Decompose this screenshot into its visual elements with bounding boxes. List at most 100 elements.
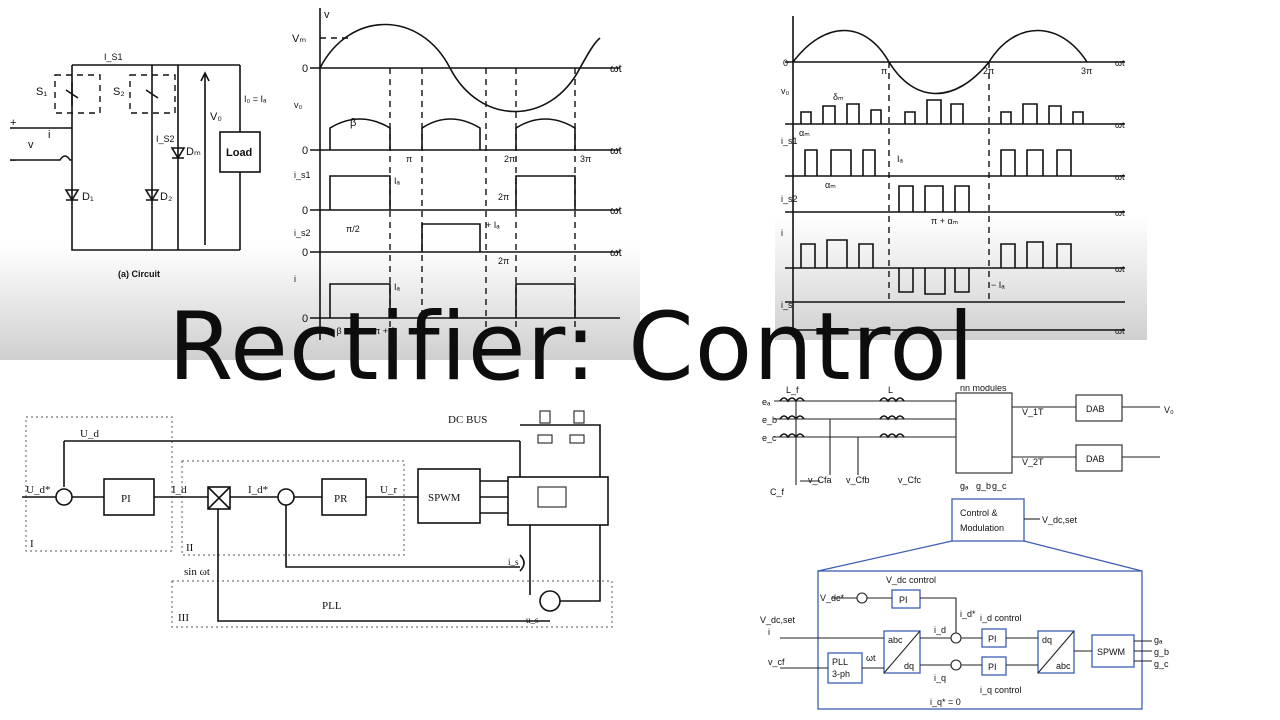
group-label-3: III xyxy=(178,612,189,624)
abc-dq-block xyxy=(883,630,921,674)
summing-junction-2 xyxy=(277,488,295,506)
eb-label: e_b xyxy=(762,415,777,425)
pi-block-iq xyxy=(981,656,1007,676)
id-ref-label-r: i_d* xyxy=(960,609,976,619)
pi-block-vdc xyxy=(891,589,921,609)
alpha-m-r-2: αₘ xyxy=(825,180,836,190)
wt-label-2: ωt xyxy=(610,145,622,157)
row-label-i: i xyxy=(294,274,296,284)
axis-v-label: v xyxy=(324,9,330,21)
waveform-panel-left: v Vₘ 0 ωt 0 v₀ β 2π 3π π ωt 0 i_s1 Iₐ 2π… xyxy=(290,0,640,345)
vcfb-label: v_Cfb xyxy=(846,475,870,485)
wt-label-4: ωt xyxy=(610,247,622,259)
pi-block-label: PI xyxy=(121,493,131,505)
row-label-is1: i_s1 xyxy=(294,170,311,180)
abc-label-1: abc xyxy=(888,635,903,645)
pi-label-1: π xyxy=(406,154,412,164)
three-pi-r-1: 3π xyxy=(1081,66,1092,76)
vm-label: Vₘ xyxy=(292,33,306,45)
iq-label-r: i_q xyxy=(934,673,946,683)
spwm-label-r: SPWM xyxy=(1097,647,1125,657)
is1-label: I_S1 xyxy=(104,52,123,62)
pll-label-1: PLL xyxy=(832,657,848,667)
pll-label-2: 3-ph xyxy=(832,669,850,679)
wt-r-3: ωt xyxy=(1115,172,1125,182)
ec-label: e_c xyxy=(762,433,777,443)
current-label: i xyxy=(48,129,50,141)
minus-label: − xyxy=(10,155,16,167)
vdc-control-label: V_dc control xyxy=(886,575,936,585)
pi-label-1: PI xyxy=(899,595,908,605)
vdc-set-label: V_dc,set xyxy=(1042,515,1078,525)
vcfa-label: v_Cfa xyxy=(808,475,832,485)
id-label-r: i_d xyxy=(934,625,946,635)
controller-detail-box xyxy=(817,570,1143,710)
vcf-label-r: v_cf xyxy=(768,657,785,667)
delta-m-r: δₘ xyxy=(833,92,844,102)
wt-label-r: ωt xyxy=(866,653,876,663)
group-box-3 xyxy=(171,580,613,628)
pll-label: PLL xyxy=(322,600,342,612)
control-block-diagram-left: I II III U_d U_d* PI I_d I_d* PR U_r SPW… xyxy=(0,395,630,635)
zero-label-5: 0 xyxy=(302,313,308,325)
voltage-label: v xyxy=(28,139,34,151)
gc-label-r: g_c xyxy=(1154,659,1169,669)
vo-label-r: V₀ xyxy=(1164,405,1174,415)
ga-top: gₐ xyxy=(960,481,969,491)
wt-r-6: ωt xyxy=(1115,326,1125,336)
row-r-is2: i_s2 xyxy=(781,194,798,204)
ea-label: eₐ xyxy=(762,397,771,407)
id-control-label: i_d control xyxy=(980,613,1022,623)
converter-block xyxy=(507,476,609,526)
s1-switch-box xyxy=(54,74,101,114)
ud-ref-label: U_d* xyxy=(26,484,50,496)
zero-label-1: 0 xyxy=(302,63,308,75)
row-label-is2: i_s2 xyxy=(294,228,311,238)
l-label: L xyxy=(888,385,893,395)
pi-label-3: PI xyxy=(988,662,997,672)
dab-block-2 xyxy=(1075,444,1123,472)
pr-block-label: PR xyxy=(334,493,348,505)
wt-label-3: ωt xyxy=(610,205,622,217)
io-label: I₀ = Iₐ xyxy=(244,94,267,104)
ga-label-r: gₐ xyxy=(1154,635,1163,645)
vn-label: V_2T xyxy=(1022,457,1044,467)
i-label-r: i xyxy=(768,627,770,637)
source-sine-wave xyxy=(319,23,601,113)
zero-r-1: 0 xyxy=(783,58,788,68)
dm-label: Dₘ xyxy=(186,146,201,158)
source-sine-right xyxy=(792,29,1088,95)
wt-r-4: ωt xyxy=(1115,208,1125,218)
alpha-m-r-1: αₘ xyxy=(799,128,810,138)
iq-ref-label-r: i_q* = 0 xyxy=(930,697,961,707)
dab-label-1: DAB xyxy=(1086,404,1105,414)
pi-minus-beta-label: π − β xyxy=(320,326,342,336)
id-ref-label: I_d* xyxy=(248,484,268,496)
zero-label-3: 0 xyxy=(302,205,308,217)
vdc-set-label-2: V_dc,set xyxy=(760,615,796,625)
abc-label-2: abc xyxy=(1056,661,1071,671)
summing-junction-1 xyxy=(55,488,73,506)
spwm-block xyxy=(417,468,481,524)
rectifier-circuit-diagram: Load S₁ S₂ D₁ D₂ Dₘ I_S1 I_S2 i v V₀ I₀ … xyxy=(0,40,270,290)
pi-plus-alpha-r: π + αₘ xyxy=(931,216,959,226)
pi-over-2-label: π/2 xyxy=(346,224,360,234)
pi-plus-beta-label: π + β xyxy=(374,326,396,336)
two-pi-r-1: 2π xyxy=(983,66,994,76)
row-label-vo: v₀ xyxy=(294,100,303,110)
dab-label-2: DAB xyxy=(1086,454,1105,464)
two-pi-label-3: 2π xyxy=(498,256,509,266)
dq-label-2: dq xyxy=(1042,635,1052,645)
cm-label-1: Control & xyxy=(960,508,998,518)
pi-r-1: π xyxy=(881,66,887,76)
lf-label: L_f xyxy=(786,385,799,395)
two-pi-label-2: 2π xyxy=(498,192,509,202)
s1-label: S₁ xyxy=(36,86,47,98)
row-r-is: i_s xyxy=(781,300,793,310)
group-label-1: I xyxy=(30,538,34,550)
beta-label: β xyxy=(350,117,356,129)
spwm-block-label: SPWM xyxy=(428,492,461,504)
ur-label: U_r xyxy=(380,484,397,496)
wt-r-5: ωt xyxy=(1115,264,1125,274)
gc-top: g_c xyxy=(992,481,1007,491)
